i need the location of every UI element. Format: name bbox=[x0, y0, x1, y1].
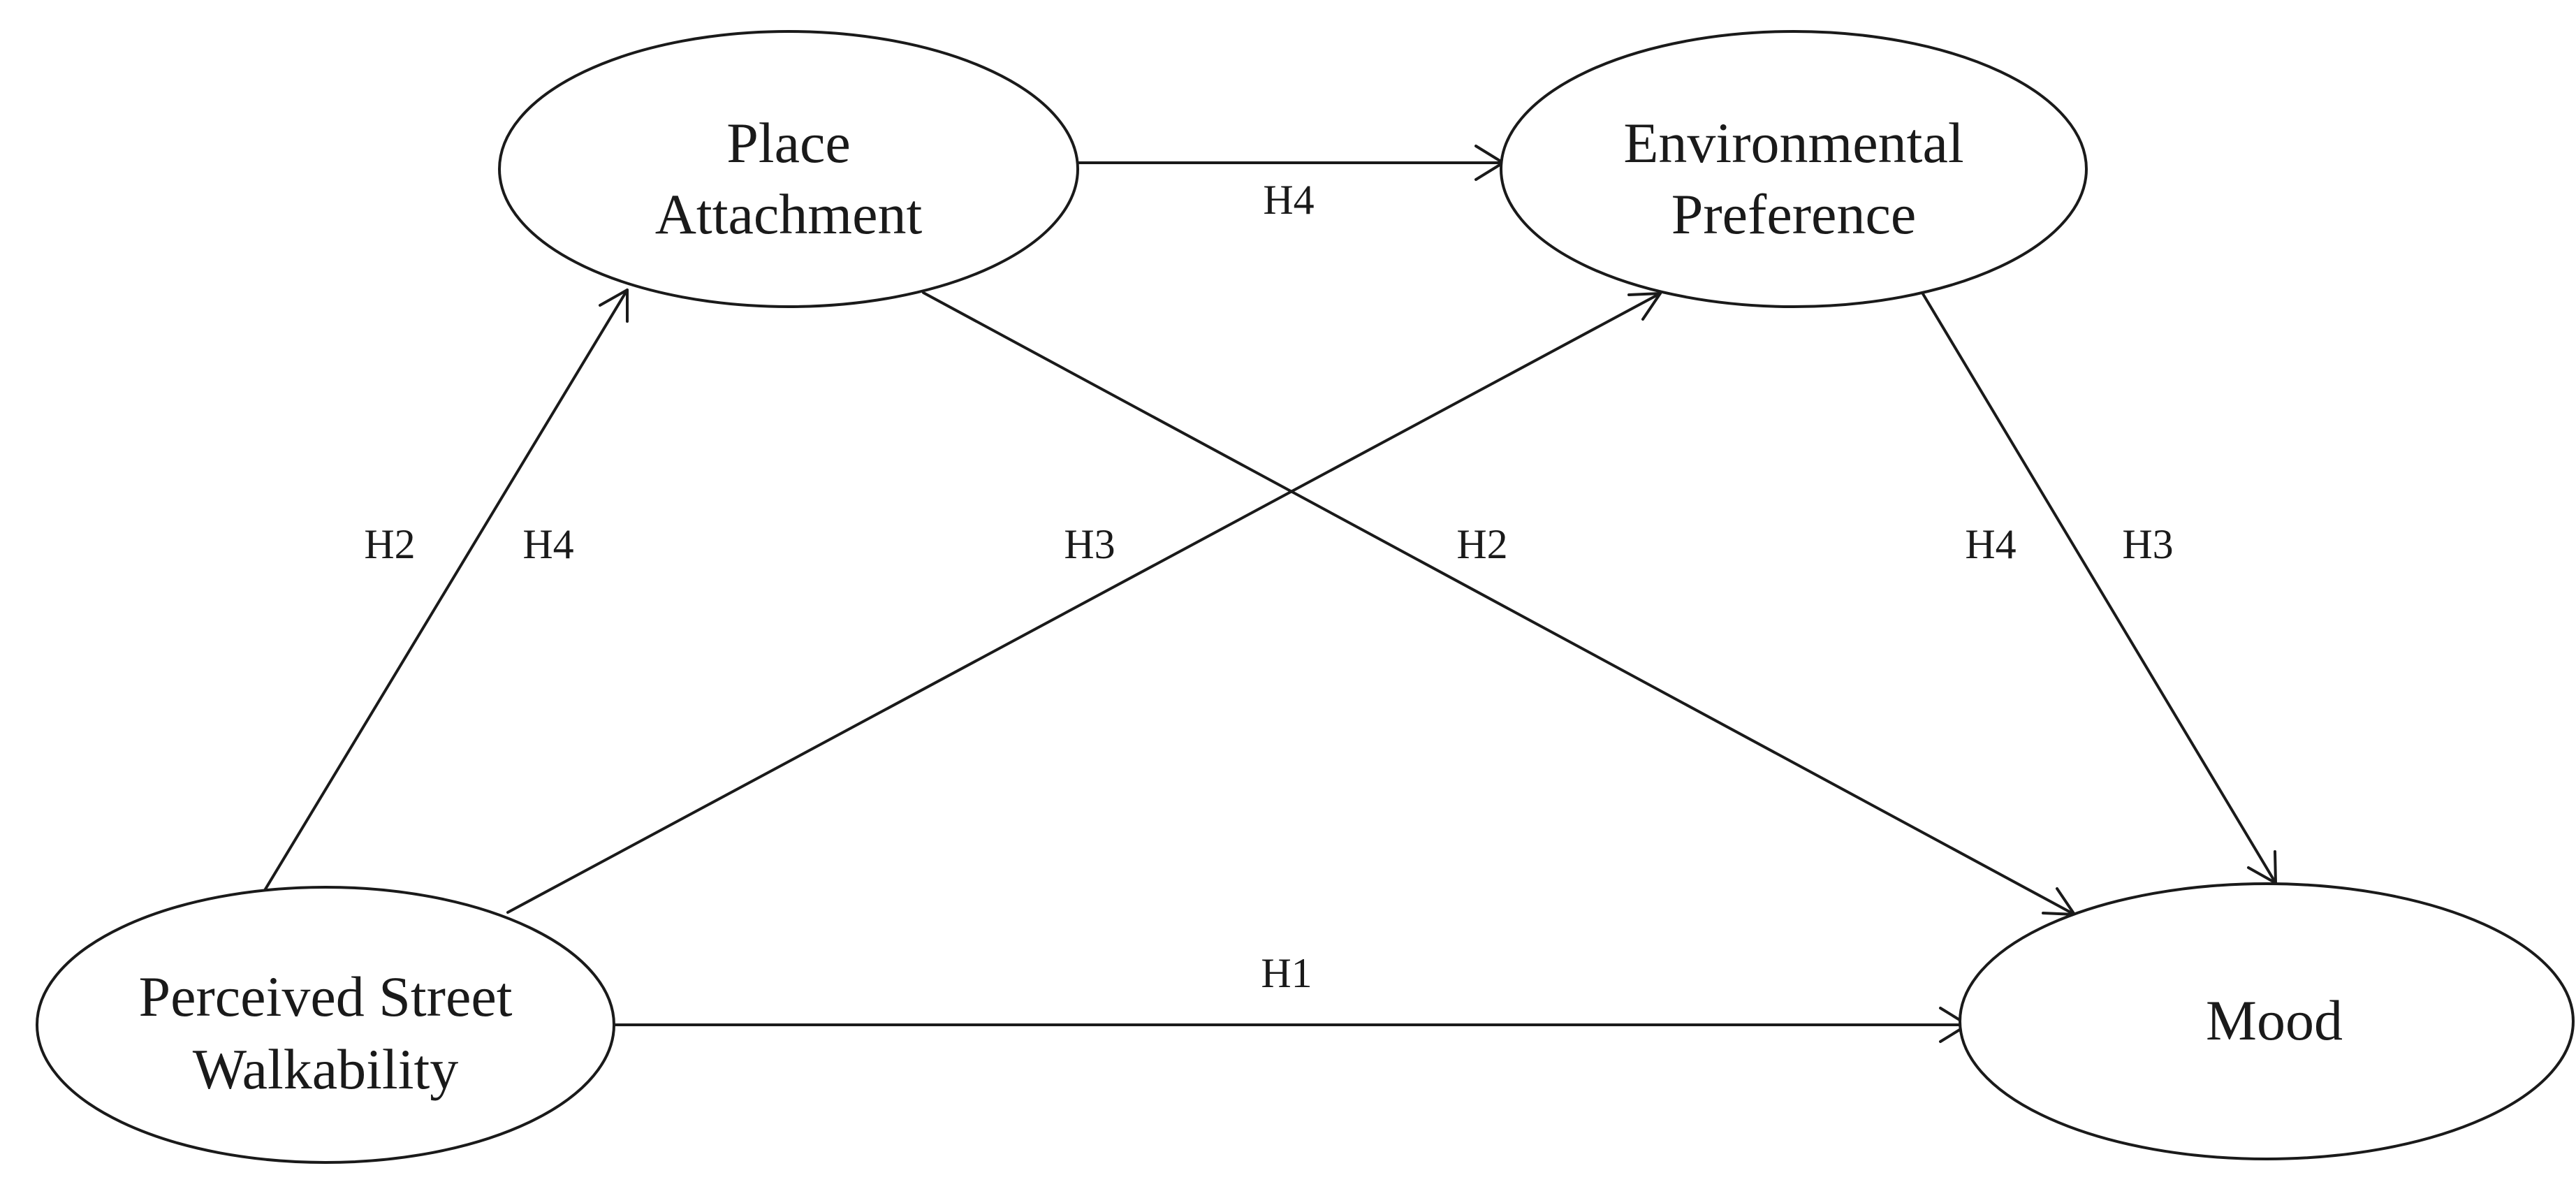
node-mood: Mood bbox=[1959, 882, 2575, 1160]
node-walkability-line2: Walkability bbox=[193, 1037, 459, 1101]
edge-label-walkability-environment: H3 bbox=[1064, 521, 1115, 567]
node-environmental-preference-line1: Environmental bbox=[1623, 111, 1963, 175]
node-environmental-preference-line2: Preference bbox=[1671, 182, 1917, 246]
edge-label-walkability-place-first: H2 bbox=[364, 521, 415, 567]
node-environmental-preference: Environmental Preference bbox=[1500, 30, 2088, 308]
node-perceived-street-walkability: Perceived Street Walkability bbox=[36, 886, 615, 1164]
edge-label-environment-mood-second: H3 bbox=[2122, 521, 2173, 567]
edge-walkability-to-place bbox=[263, 289, 629, 893]
edge-walkability-to-environment bbox=[506, 292, 1662, 914]
edge-label-walkability-mood: H1 bbox=[1261, 950, 1312, 996]
node-walkability-line1: Perceived Street bbox=[138, 965, 512, 1028]
edge-label-place-mood: H2 bbox=[1456, 521, 1507, 567]
edge-label-walkability-place-second: H4 bbox=[522, 521, 573, 567]
edge-label-environment-mood-first: H4 bbox=[1965, 521, 2016, 567]
edge-place-to-mood bbox=[922, 291, 2076, 916]
node-place-attachment-line1: Place bbox=[726, 111, 851, 175]
edge-walkability-to-mood bbox=[613, 1007, 1969, 1043]
edge-environment-to-mood bbox=[1921, 291, 2277, 884]
edge-place-to-environment bbox=[1076, 145, 1505, 181]
edge-label-place-environment: H4 bbox=[1263, 177, 1314, 223]
node-place-attachment: Place Attachment bbox=[498, 30, 1079, 308]
node-mood-label: Mood bbox=[2206, 989, 2343, 1052]
node-place-attachment-line2: Attachment bbox=[655, 182, 923, 246]
